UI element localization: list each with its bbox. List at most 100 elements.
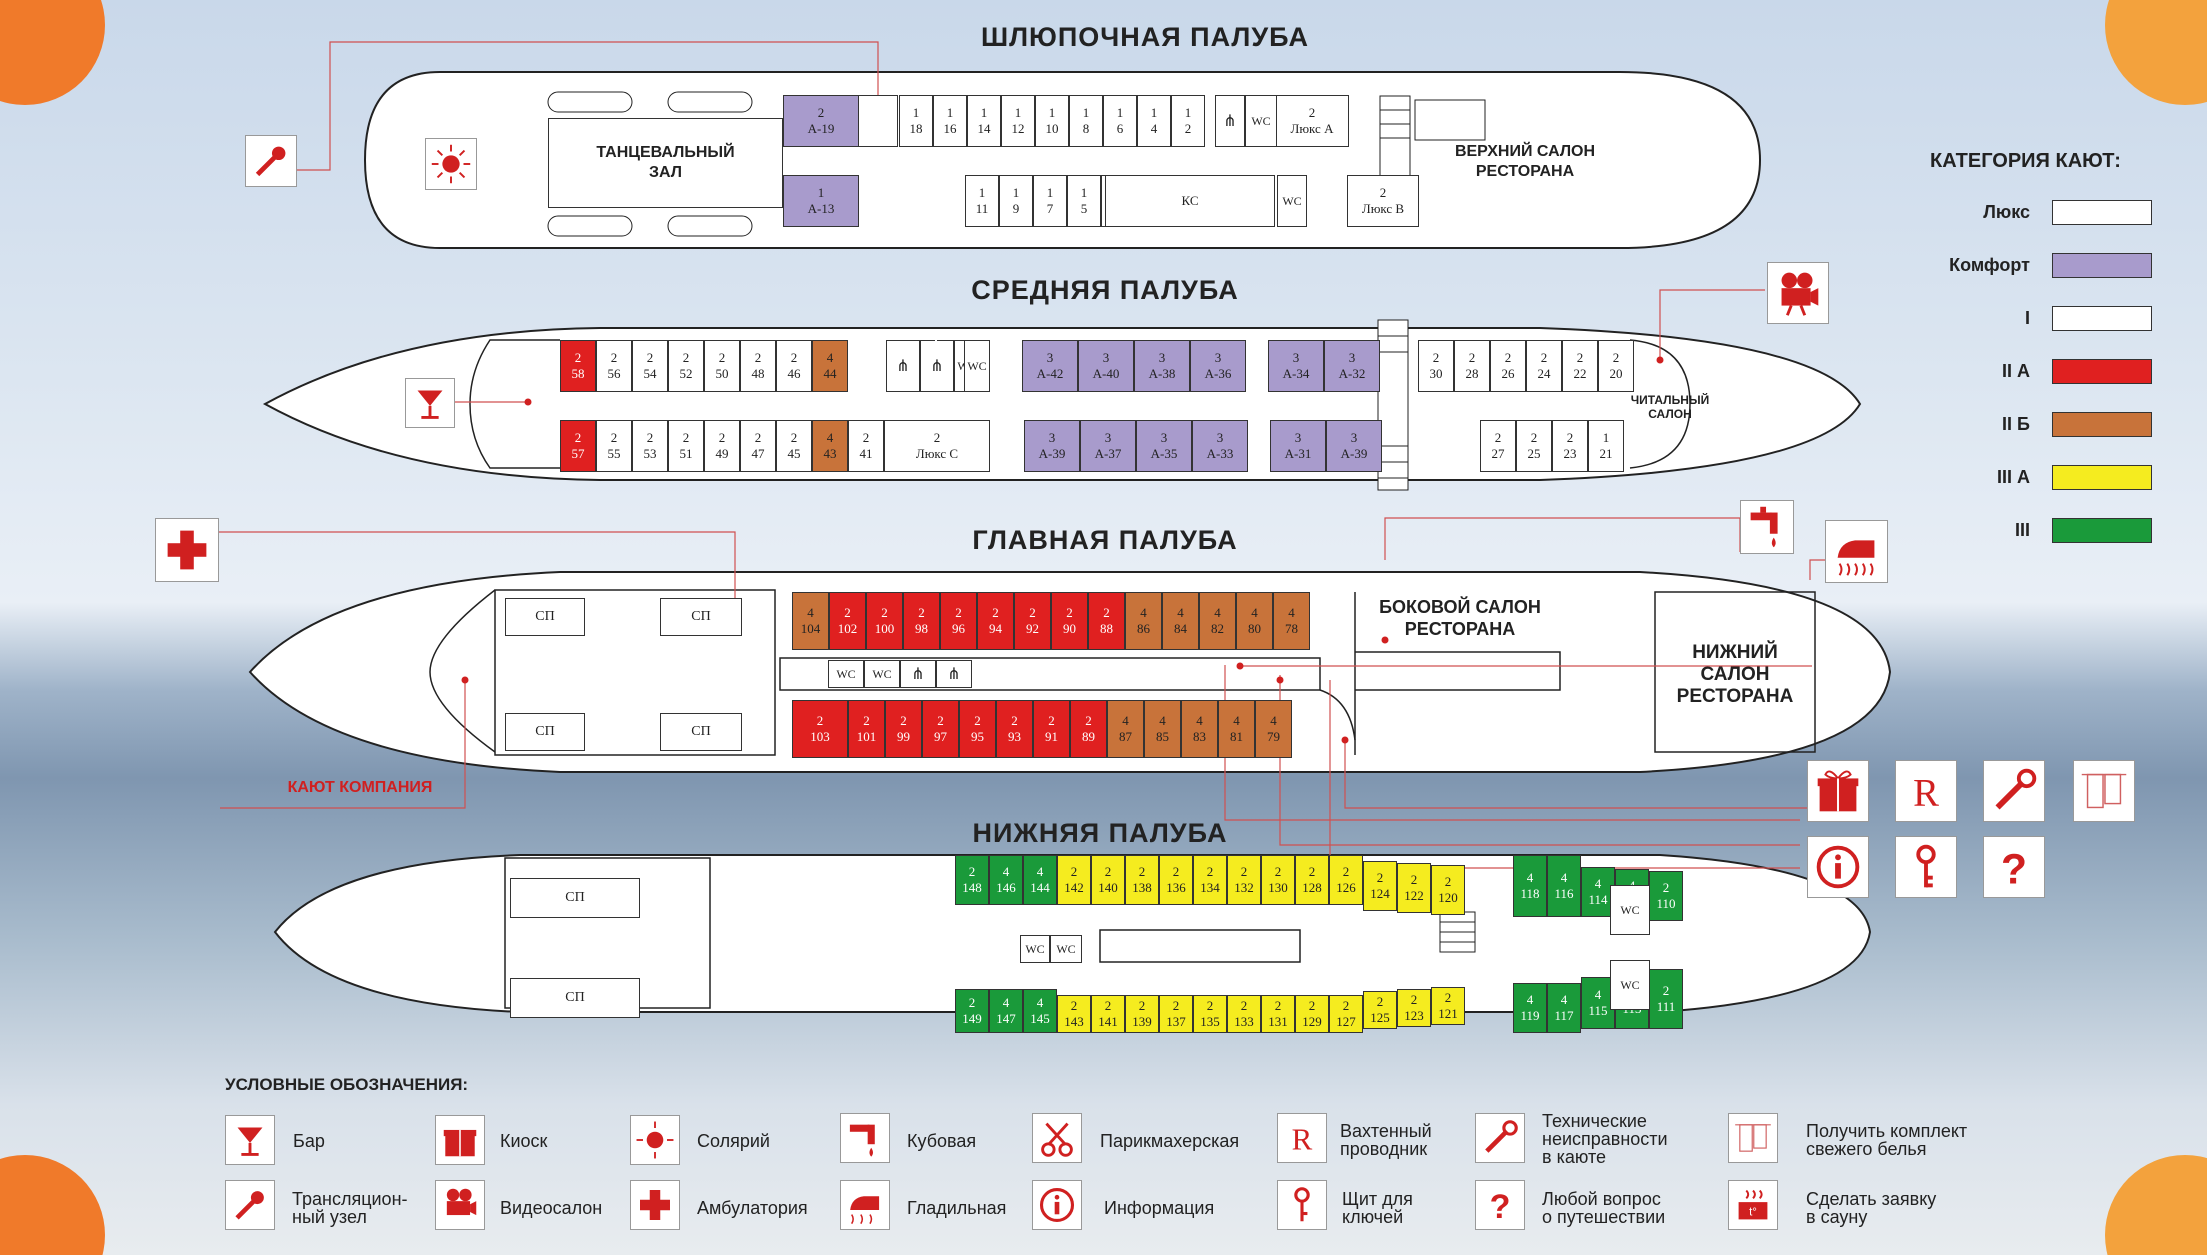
sp-room-5: СП <box>510 878 640 918</box>
info-icon[interactable] <box>1807 836 1869 898</box>
ks-room: КС <box>1105 175 1275 227</box>
lower-corridor <box>1099 929 1301 963</box>
cabin-category: 2 <box>1376 870 1384 885</box>
cabin-number: 148 <box>962 880 982 895</box>
cabin-number: 20 <box>1609 366 1623 381</box>
sp-room-6: СП <box>510 978 640 1018</box>
cabin-number: 142 <box>1064 880 1084 895</box>
cabin-category: 2 <box>1379 185 1387 200</box>
cabin-number: А-42 <box>1036 366 1064 381</box>
r-icon: R <box>1277 1113 1327 1163</box>
cabin-number: 140 <box>1098 880 1118 895</box>
cabin-number: А-32 <box>1338 366 1366 381</box>
cabin-category: 2 <box>646 350 654 365</box>
svg-text:R: R <box>1913 773 1939 815</box>
cabin-number: 83 <box>1193 729 1206 744</box>
legend-question-label-1: Любой вопрос <box>1542 1189 1661 1209</box>
cabin-category: 2 <box>754 430 762 445</box>
upper-restaurant-label: ВЕРХНИЙ САЛОН РЕСТОРАНА <box>1454 143 1596 180</box>
iron-icon <box>1825 520 1888 583</box>
linen-icon[interactable] <box>2073 760 2135 822</box>
cabin-category: 2 <box>817 105 825 120</box>
cabin-number: 16 <box>943 121 957 136</box>
cabin-number: 92 <box>1026 621 1039 636</box>
cabin-number: 22 <box>1573 366 1587 381</box>
cabin-category: 2 <box>900 713 907 728</box>
legend-key-label-2: ключей <box>1342 1207 1404 1227</box>
category-label: I <box>2024 308 2030 328</box>
crew-block <box>494 589 776 756</box>
side-restaurant-label: БОКОВОЙ САЛОН РЕСТОРАНА <box>1379 597 1541 639</box>
door-arc <box>1319 689 1356 741</box>
cabin-category: 4 <box>1159 713 1166 728</box>
category-label: Комфорт <box>1949 255 2030 275</box>
legend-translation-label-2: ный узел <box>292 1207 367 1227</box>
cabin-category: 2 <box>816 713 824 728</box>
cabin-category: 1 <box>1184 105 1192 120</box>
cabin-number: 95 <box>971 729 984 744</box>
cabin-category: 2 <box>937 713 944 728</box>
cabin-number: 44 <box>823 366 837 381</box>
cabin-category: 2 <box>1104 864 1112 879</box>
cabin-Люкс А: 2Люкс А <box>1275 95 1349 147</box>
cabin-category: 2 <box>1494 430 1502 445</box>
boat-wc-top: WC <box>1245 95 1277 147</box>
cabin-number: А-35 <box>1150 446 1178 461</box>
cabin-number: 102 <box>837 621 858 636</box>
cabin-number: 18 <box>909 121 923 136</box>
category-label: III <box>2014 520 2030 540</box>
r-icon[interactable]: R <box>1895 760 1957 822</box>
wrench-icon[interactable] <box>1983 760 2045 822</box>
cabin-category: 1 <box>946 105 954 120</box>
question-icon[interactable]: ? <box>1983 836 2045 898</box>
cabin-number: А-38 <box>1148 366 1176 381</box>
cabin-number: 115 <box>1588 1003 1608 1018</box>
cabin-number: 129 <box>1302 1014 1322 1029</box>
cabin-category: 2 <box>1444 874 1452 889</box>
cabin-number: 123 <box>1404 1008 1424 1023</box>
cabin-number: А-13 <box>807 201 835 216</box>
category-row: Люкс <box>1880 200 2152 225</box>
cabin-category: 1 <box>1116 105 1124 120</box>
cabin-category: 2 <box>1011 713 1018 728</box>
cabin-category: 2 <box>933 430 941 445</box>
cabin-number: 85 <box>1156 729 1169 744</box>
video-icon <box>1767 262 1829 324</box>
cabin-category: 2 <box>1376 994 1384 1009</box>
cabin-category: 2 <box>1504 350 1512 365</box>
key-icon[interactable] <box>1895 836 1957 898</box>
cabin-number: 51 <box>679 446 693 461</box>
cabin-number: 134 <box>1200 880 1220 895</box>
cabin-number: 52 <box>679 366 693 381</box>
cabin-number: 12 <box>1011 121 1025 136</box>
kiosk-icon <box>435 1115 485 1165</box>
kiosk-icon[interactable] <box>1807 760 1869 822</box>
cabin-category: 3 <box>1350 430 1358 445</box>
linen-icon <box>1728 1113 1778 1163</box>
cabin-category: 2 <box>1410 872 1418 887</box>
restaurant-wall <box>1414 99 1486 141</box>
category-label: III А <box>1996 467 2030 487</box>
cabin-number: 126 <box>1336 880 1356 895</box>
legend-medical-label: Амбулатория <box>697 1198 808 1218</box>
